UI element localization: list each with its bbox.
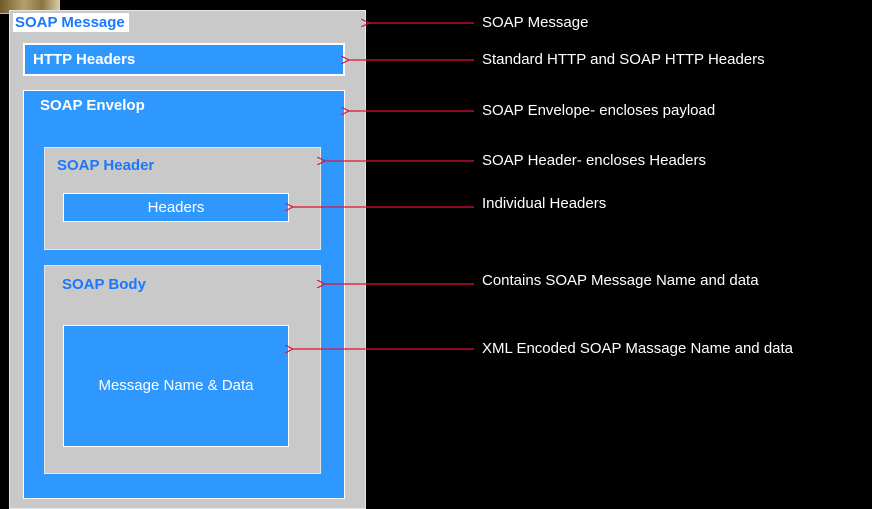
callout-soap-body: Contains SOAP Message Name and data [482,272,759,289]
callout-individual-headers: Individual Headers [482,195,607,212]
message-name-data-label: Message Name & Data [98,377,254,394]
callout-soap-envelope: SOAP Envelope- encloses payload [482,102,716,119]
callout-soap-message: SOAP Message [482,14,589,31]
callout-http-headers: Standard HTTP and SOAP HTTP Headers [482,51,765,68]
headers-box [63,193,289,222]
callout-xml-payload: XML Encoded SOAP Massage Name and data [482,340,794,357]
soap-header-label: SOAP Header [57,157,155,174]
message-name-data-box [63,325,289,447]
http-headers-label: HTTP Headers [33,51,136,68]
soap-body-label: SOAP Body [62,276,146,293]
headers-label: Headers [147,199,205,216]
callout-soap-header: SOAP Header- encloses Headers [482,152,707,169]
soap-envelope-label: SOAP Envelop [40,97,145,114]
soap-message-label: SOAP Message [13,13,129,33]
